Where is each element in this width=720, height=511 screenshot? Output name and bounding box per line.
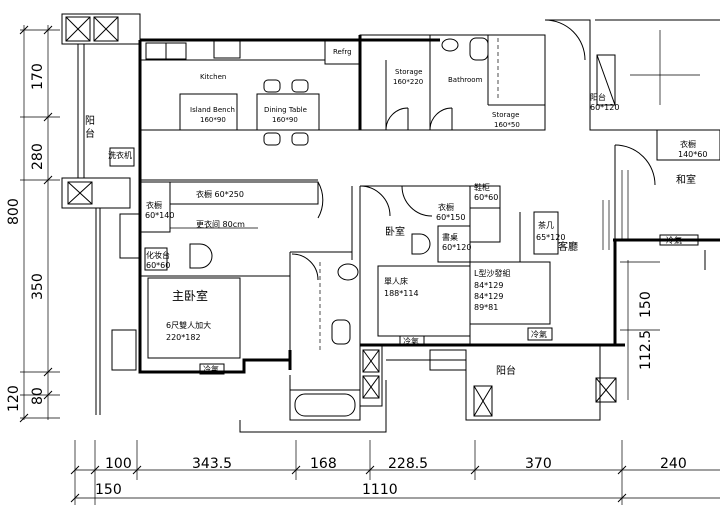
master-bedroom-label: 主卧室	[172, 288, 208, 303]
shoe-cabinet-label: 鞋柜	[474, 182, 490, 192]
shoe-cabinet-size: 60*60	[474, 193, 498, 202]
wardrobe-left-size: 60*140	[145, 211, 174, 220]
bathroom-label: Bathroom	[448, 76, 483, 84]
right-top: 阳台 60*120 衣橱 140*60 和室 冷氣	[544, 19, 720, 270]
dim-bottom-228-5: 228.5	[388, 456, 428, 472]
ensuite-bath	[239, 262, 387, 433]
wardrobe-right-size: 140*60	[678, 150, 707, 159]
kitchen: Refrg Kitchen Island Bench 160*90 Dining…	[139, 39, 361, 146]
balcony-top-right-label: 阳台	[590, 92, 606, 102]
dining-table-size: 160*90	[272, 116, 298, 124]
sofa-size-3: 89*81	[474, 303, 498, 312]
outer-walls	[138, 38, 720, 374]
dim-bottom-370: 370	[525, 456, 552, 472]
dim-bottom-150: 150	[95, 482, 122, 498]
living-room-label: 客廳	[558, 240, 578, 253]
dim-bottom-343-5: 343.5	[192, 456, 232, 472]
bed-master-size: 220*182	[166, 333, 201, 342]
coffee-table-size: 65*120	[536, 233, 565, 242]
single-bed-size: 188*114	[384, 289, 419, 298]
sofa-size-1: 84*129	[474, 281, 503, 290]
storage-bathroom-top: Storage 160*220 Bathroom Storage 160*50	[358, 34, 546, 131]
sofa-size-2: 84*129	[474, 292, 503, 301]
kitchen-label: Kitchen	[200, 73, 226, 81]
wardrobe-main-label: 衣橱 60*250	[196, 189, 244, 199]
storage-2-label: Storage	[492, 111, 519, 119]
storage-1-size: 160*220	[393, 78, 423, 86]
dim-left-80: 80	[30, 387, 46, 405]
dim-left-350: 350	[30, 273, 46, 300]
desk-label: 書桌	[442, 232, 458, 242]
bedroom-right-label: 和室	[676, 173, 696, 186]
refrigerator-label: Refrg	[333, 48, 352, 56]
coffee-table-label: 茶几	[538, 220, 554, 230]
storage-2-size: 160*50	[494, 121, 520, 129]
ac-unit-bedroom-label: 冷氣	[403, 336, 419, 346]
dim-right-150: 150	[638, 291, 654, 318]
wardrobe-right-label: 衣橱	[680, 139, 696, 149]
ac-unit-master-label: 冷氣	[203, 364, 219, 374]
wardrobe-bedroom-size: 60*150	[436, 213, 465, 222]
right-dimensions: 150 112.5	[620, 260, 660, 400]
balcony-bottom-label: 阳台	[496, 364, 516, 377]
island-bench-label: Island Bench	[190, 106, 235, 114]
dressing-room-label: 更衣间 80cm	[196, 219, 245, 229]
dim-bottom-240: 240	[660, 456, 687, 472]
wardrobe-bedroom-label: 衣橱	[438, 202, 454, 212]
bottom-dimensions: 100 343.5 168 228.5 370 240 150 1110	[70, 440, 720, 505]
dim-left-800: 800	[6, 198, 22, 225]
balcony-left-label: 阳 台	[83, 115, 95, 139]
bed-master-label: 6尺雙人加大	[166, 320, 211, 330]
dim-bottom-168: 168	[310, 456, 337, 472]
island-bench-size: 160*90	[200, 116, 226, 124]
living-room: L型沙發組 84*129 84*129 89*81 茶几 65*120 客廳 冷…	[469, 200, 610, 345]
left-dimensions: 170 280 800 350 120 80	[6, 25, 60, 423]
sofa-label: L型沙發組	[474, 268, 510, 278]
balcony-bottom: 阳台	[386, 345, 617, 421]
dim-left-280: 280	[30, 143, 46, 170]
vanity-label: 化妆台	[146, 250, 170, 260]
dim-bottom-100: 100	[105, 456, 132, 472]
bedroom-middle: 卧室 衣橱 60*150 鞋柜 60*60 書桌 60*120 單人床 188*…	[359, 182, 501, 347]
ac-unit-right-label: 冷氣	[666, 235, 682, 245]
washer-label: 洗衣机	[108, 150, 132, 160]
balcony-top-right-size: 60*120	[590, 103, 619, 112]
dim-right-112-5: 112.5	[638, 330, 654, 370]
balcony-left: 阳 台 洗衣机	[61, 13, 141, 415]
desk-size: 60*120	[442, 243, 471, 252]
dim-bottom-1110: 1110	[362, 482, 398, 498]
dim-left-120: 120	[6, 385, 22, 412]
bedroom-label: 卧室	[385, 225, 405, 238]
storage-1-label: Storage	[395, 68, 422, 76]
single-bed-label: 單人床	[384, 276, 408, 286]
master-bedroom: 衣橱 60*250 更衣间 80cm 衣橱 60*140 化妆台 60*60 主…	[119, 179, 352, 375]
ac-unit-living-label: 冷氣	[531, 329, 547, 339]
wardrobe-left-label: 衣橱	[146, 200, 162, 210]
dining-table-label: Dining Table	[264, 106, 307, 114]
vanity-size: 60*60	[146, 261, 170, 270]
dim-left-170: 170	[30, 63, 46, 90]
